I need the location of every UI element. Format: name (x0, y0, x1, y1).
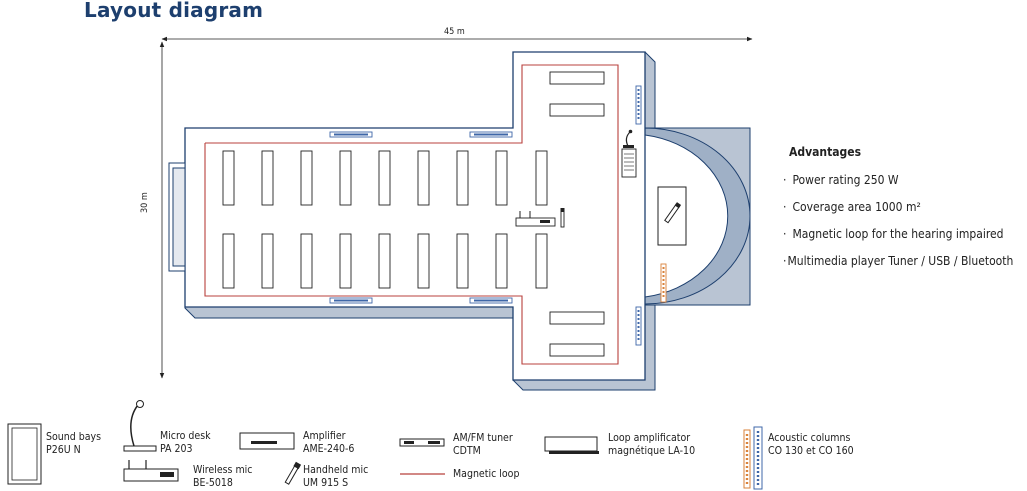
building-floor (184, 51, 646, 381)
legend-sound-bay-icon (7, 423, 42, 485)
acoustic-column-top (635, 85, 642, 125)
pews-upper-row (222, 150, 548, 206)
magnetic-loop (204, 64, 619, 365)
acoustic-column-bottom (635, 306, 642, 346)
rack-micro-desk-icon (623, 129, 634, 148)
entrance-porch (168, 162, 186, 272)
legend-acoustic-column-blue-icon (753, 426, 763, 490)
advantage-item: ·Coverage area 1000 m² (783, 200, 921, 214)
wireless-receiver-icon (515, 211, 556, 227)
width-dimension-label: 45 m (444, 27, 465, 37)
advantage-item: ·Power rating 250 W (783, 173, 899, 187)
legend-tuner-icon (399, 438, 445, 447)
equipment-rack (621, 148, 637, 178)
height-dimension-label: 30 m (140, 192, 150, 213)
advantage-item: ·Multimedia player Tuner / USB / Bluetoo… (783, 254, 1014, 268)
altar-handheld-mic-icon (664, 202, 682, 224)
advantages-title: Advantages (789, 145, 862, 159)
page-title: Layout diagram (84, 0, 264, 22)
legend-acoustic-column-orange-icon (743, 429, 751, 489)
legend-wireless-mic-icon (123, 460, 179, 482)
transept-benches (549, 71, 605, 357)
wall-speaker-dots (334, 133, 508, 302)
legend-micro-desk-icon (123, 400, 157, 452)
legend-magnetic-loop-label: Magnetic loop (453, 468, 520, 480)
pews-lower-row (222, 233, 548, 289)
legend-handheld-mic-icon (284, 461, 302, 485)
advantage-item: ·Magnetic loop for the hearing impaired (783, 227, 1004, 241)
legend-amplifier-icon (239, 432, 295, 450)
acoustic-column-orange (660, 263, 667, 303)
floor-handheld-mic-icon (560, 208, 565, 228)
legend-loop-amplifier-icon (544, 436, 599, 454)
